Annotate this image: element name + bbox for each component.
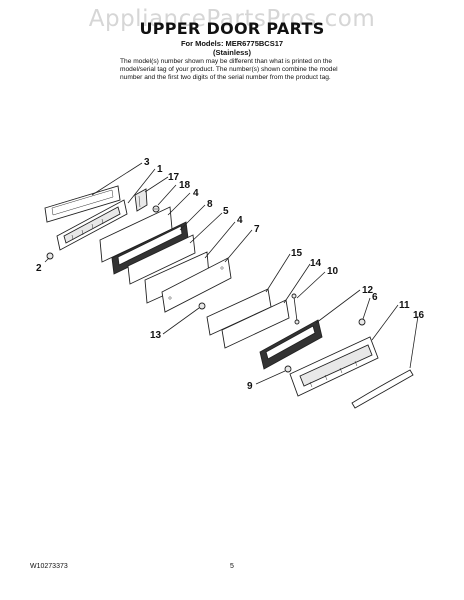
part-18-screw: [152, 205, 160, 213]
callout-17: 17: [168, 172, 180, 183]
part-7-window-frame: [161, 257, 232, 313]
watermark: AppliancePartsPros.com: [88, 6, 376, 32]
part-6-screw: [358, 318, 366, 326]
callout-11: 11: [399, 300, 410, 311]
callout-4-upper: 4: [193, 188, 199, 199]
leader-lines: [44, 162, 419, 385]
part-1-inner-panel: [56, 199, 128, 251]
part-12-gasket: [259, 319, 323, 370]
callout-6: 6: [372, 292, 378, 303]
document-number: W10273373: [30, 563, 68, 570]
callout-14: 14: [310, 258, 322, 269]
part-8-gasket: [111, 221, 189, 275]
callout-12: 12: [362, 285, 374, 296]
callout-10: 10: [327, 266, 339, 277]
callout-18: 18: [179, 180, 191, 191]
part-9-screw: [284, 365, 292, 373]
callout-labels: 3 1 17 18 4 8 5 4 7 2 15 14 10 12 6 11 1…: [36, 157, 425, 392]
callout-8: 8: [207, 199, 213, 210]
callout-5: 5: [223, 206, 229, 217]
part-2-screw: [46, 252, 54, 260]
model-info: For Models: MER6775BCS17 (Stainless): [0, 39, 464, 57]
callout-9: 9: [247, 381, 253, 392]
callout-13: 13: [150, 330, 162, 341]
page-number: 5: [230, 563, 234, 570]
callout-4-lower: 4: [237, 215, 243, 226]
callout-16: 16: [413, 310, 425, 321]
page-title: UPPER DOOR PARTS: [139, 19, 325, 38]
model-note: The model(s) number shown may be differe…: [120, 58, 338, 81]
part-13-screw: [198, 302, 206, 310]
part-17-hinge: [134, 188, 148, 212]
part-11-outer-door: [289, 336, 379, 397]
callout-7: 7: [254, 224, 260, 235]
part-14-glass: [221, 299, 290, 349]
part-5-inner-glass: [127, 234, 196, 285]
part-16-handle: [351, 369, 414, 409]
part-10-clip: [291, 293, 300, 325]
callout-1: 1: [157, 164, 163, 175]
part-3-door-frame: [44, 185, 121, 223]
finish-line: (Stainless): [213, 48, 251, 57]
models-line: For Models: MER6775BCS17: [180, 39, 284, 48]
callout-3: 3: [144, 157, 150, 168]
callout-2: 2: [36, 263, 42, 274]
callout-15: 15: [291, 248, 303, 259]
